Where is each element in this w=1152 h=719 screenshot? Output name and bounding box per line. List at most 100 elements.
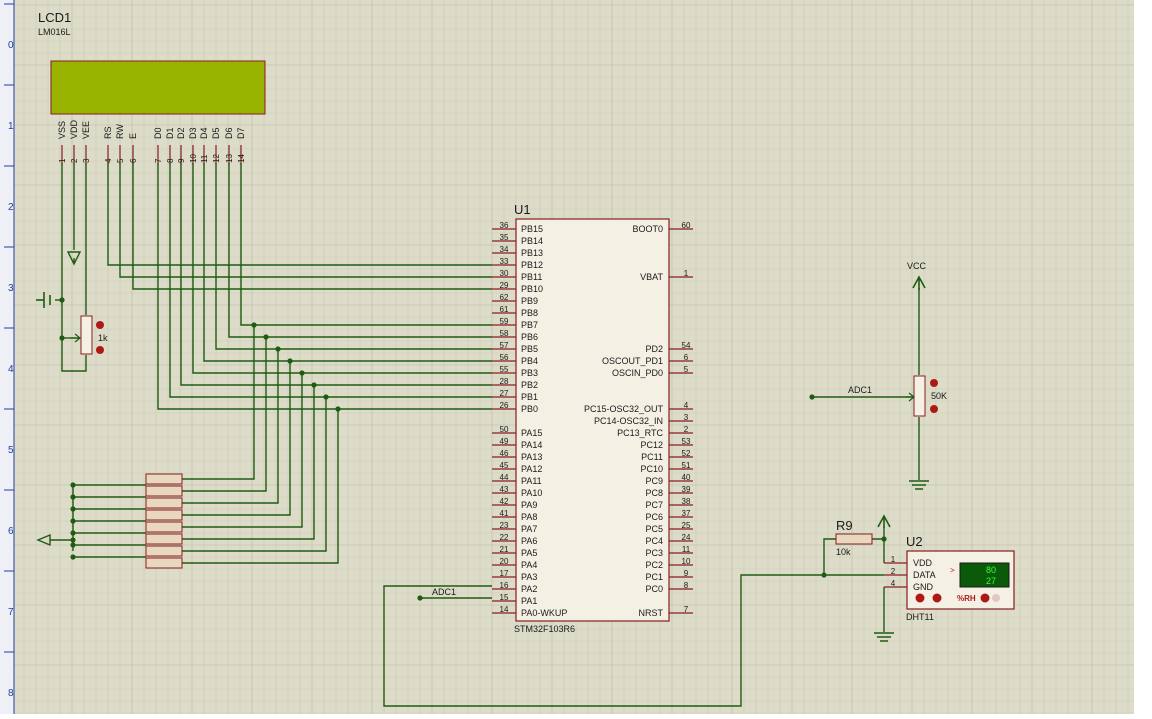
mcu-pin-number: 6 xyxy=(684,353,689,362)
wire-vss xyxy=(61,163,87,372)
vcc-arrow-icon xyxy=(912,275,926,290)
mcu-pin-name: PA13 xyxy=(521,452,542,462)
mcu-pin-number: 33 xyxy=(500,257,509,266)
pot50k-value: 50K xyxy=(931,391,947,401)
mcu-pin-name: PC13_RTC xyxy=(617,428,663,438)
junctions xyxy=(59,297,887,601)
dht-model: DHT11 xyxy=(906,612,934,622)
mcu-pin-name: PC0 xyxy=(645,584,663,594)
dht-temperature: 27 xyxy=(986,576,996,586)
vcc-terminal[interactable]: VCC xyxy=(907,261,927,290)
lcd-pin-number: 10 xyxy=(189,154,198,163)
lcd-pin-name: VEE xyxy=(81,121,91,139)
dht-pin-name: DATA xyxy=(913,570,936,580)
mcu-pin-number: 25 xyxy=(682,521,691,530)
junction-dot xyxy=(70,530,76,536)
junction-dot xyxy=(275,346,281,352)
lcd1-component[interactable]: LCD1 LM016L VSS1VDD2VEE3RS4RW5E6D07D18D2… xyxy=(38,10,266,165)
mcu-pin-name: PB8 xyxy=(521,308,538,318)
lcd-pin-number: 3 xyxy=(82,158,91,163)
ground-symbol-dht xyxy=(874,632,894,642)
mcu-pin-name: PC7 xyxy=(645,500,663,510)
mcu-pin-number: 4 xyxy=(684,401,689,410)
mcu-pin-name: PC6 xyxy=(645,512,663,522)
junction-dot xyxy=(70,518,76,524)
lcd-pin-name: E xyxy=(128,133,138,139)
mcu-pin-name: VBAT xyxy=(640,272,663,282)
mcu-pin-number: 49 xyxy=(500,437,509,446)
mcu-pin-number: 46 xyxy=(500,449,509,458)
mcu-pin-number: 1 xyxy=(684,269,689,278)
mcu-pin-name: PC15-OSC32_OUT xyxy=(584,404,664,414)
mcu-pin-name: OSCOUT_PD1 xyxy=(602,356,663,366)
pot-pin-marker xyxy=(96,321,104,329)
mcu-pin-name: PB7 xyxy=(521,320,538,330)
mcu-pin-number: 53 xyxy=(682,437,691,446)
lcd-pin-name: VDD xyxy=(69,119,79,139)
r9-ref: R9 xyxy=(836,518,853,533)
mcu-pin-number: 11 xyxy=(682,545,691,554)
pot50k-wiper xyxy=(906,392,915,402)
mcu-pin-name: PA3 xyxy=(521,572,537,582)
mcu-pin-name: PA5 xyxy=(521,548,537,558)
pot-pin-marker xyxy=(930,379,938,387)
lcd-pin-name: D1 xyxy=(165,127,175,139)
mcu-pin-number: 60 xyxy=(682,221,691,230)
mcu-pin-number: 54 xyxy=(682,341,691,350)
wire-rn5 xyxy=(182,373,303,528)
wire-rn-bus xyxy=(50,484,146,558)
junction-dot xyxy=(59,297,65,303)
mcu-pin-number: 9 xyxy=(684,569,689,578)
u1-microcontroller[interactable]: U1 STM32F103R6 PB1536PB1435PB1334PB1233P… xyxy=(492,202,693,634)
mcu-pin-number: 22 xyxy=(500,533,509,542)
dht-button-down[interactable] xyxy=(915,593,925,603)
lcd-pin-number: 11 xyxy=(200,154,209,163)
junction-dot xyxy=(821,572,827,578)
lcd-model: LM016L xyxy=(38,27,71,37)
mcu-pin-number: 56 xyxy=(500,353,509,362)
resistor-network[interactable] xyxy=(145,473,183,569)
wire-d1 xyxy=(169,163,492,398)
mcu-pin-name: PB14 xyxy=(521,236,543,246)
junction-dot xyxy=(287,358,293,364)
lcd-pin-number: 4 xyxy=(104,158,113,163)
lcd-pot-arrow xyxy=(70,333,81,343)
mcu-pin-name: NRST xyxy=(639,608,664,618)
mcu-pin-name: PC1 xyxy=(645,572,663,582)
potentiometer-50k[interactable]: 50K xyxy=(906,375,947,417)
mcu-pin-number: 21 xyxy=(500,545,509,554)
dht-button-toggle[interactable] xyxy=(980,593,990,603)
mcu-pin-number: 2 xyxy=(684,425,689,434)
dht-ref: U2 xyxy=(906,534,923,549)
lcd-pot-value: 1k xyxy=(98,333,108,343)
lcd-pin-number: 9 xyxy=(177,158,186,163)
mcu-pin-number: 29 xyxy=(500,281,509,290)
mcu-pin-name: PA12 xyxy=(521,464,542,474)
dht-humidity: 80 xyxy=(986,565,996,575)
junction-dot xyxy=(70,482,76,488)
mcu-pin-number: 30 xyxy=(500,269,509,278)
ruler-label: 7 xyxy=(8,607,14,618)
mcu-pin-number: 50 xyxy=(500,425,509,434)
mcu-pin-name: PA2 xyxy=(521,584,537,594)
lcd-pin-name: D2 xyxy=(176,127,186,139)
r9-resistor[interactable]: R9 10k xyxy=(835,518,873,557)
mcu-pin-number: 55 xyxy=(500,365,509,374)
mcu-pin-number: 62 xyxy=(500,293,509,302)
ruler-label: 2 xyxy=(8,202,14,213)
wire-rn8 xyxy=(182,409,339,564)
mcu-pin-name: PB13 xyxy=(521,248,543,258)
dht-button-toggle-2[interactable] xyxy=(992,594,1000,602)
mcu-pin-name: PA15 xyxy=(521,428,542,438)
mcu-pin-name: PA0-WKUP xyxy=(521,608,567,618)
junction-dot xyxy=(70,506,76,512)
mcu-pin-number: 59 xyxy=(500,317,509,326)
dht-button-up[interactable] xyxy=(932,593,942,603)
mcu-pin-name: PB2 xyxy=(521,380,538,390)
lcd-potentiometer[interactable]: 1k xyxy=(70,315,108,355)
mcu-pin-number: 39 xyxy=(682,485,691,494)
resistor-element xyxy=(145,545,183,557)
